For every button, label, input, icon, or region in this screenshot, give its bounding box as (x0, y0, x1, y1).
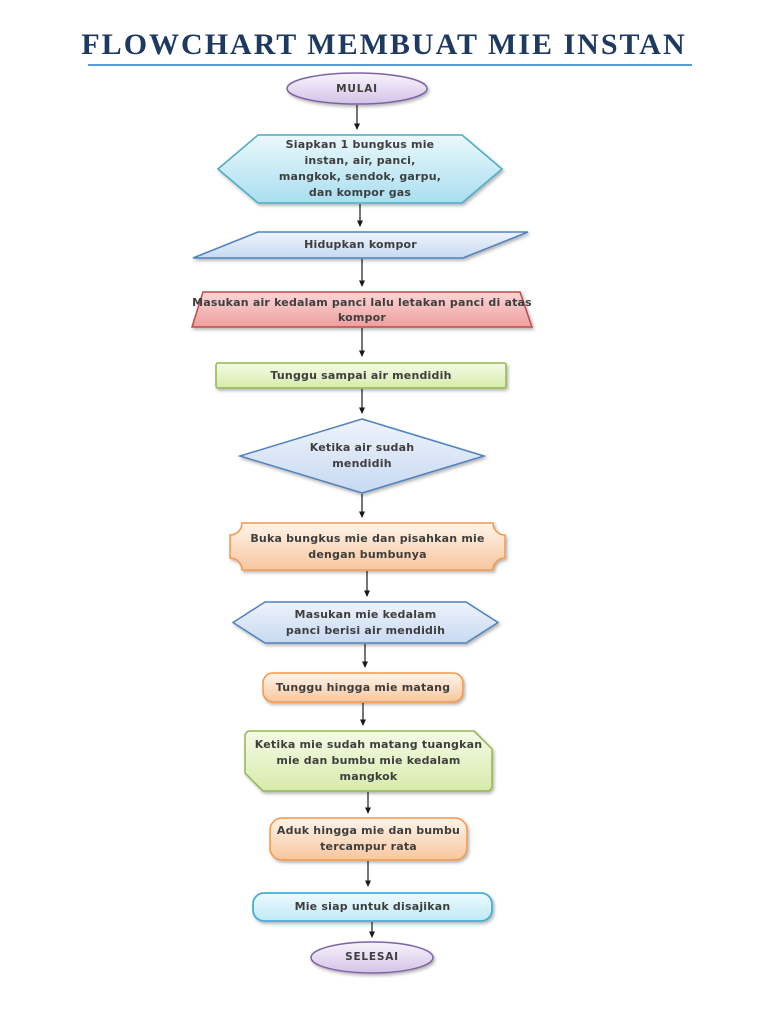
node-wait-boiling-label: Tunggu sampai air mendidih (270, 368, 452, 382)
node-open-package-label: Buka bungkus mie dan pisahkan mie dengan… (250, 531, 485, 561)
node-stir-shape (269, 817, 468, 861)
node-turn-on-stove-label: Hidupkan kompor (304, 238, 417, 251)
page-title: FLOWCHART MEMBUAT MIE INSTAN (81, 28, 687, 61)
node-pour-to-bowl-shape (244, 730, 493, 792)
node-start-shape (286, 72, 428, 105)
title-underline (88, 64, 692, 66)
node-wait-cooked-label: Tunggu hingga mie matang (275, 680, 451, 694)
node-ready-to-serve-label: Mie siap untuk disajikan (294, 900, 451, 913)
node-prepare-shape (216, 134, 504, 204)
node-end-shape (310, 941, 434, 974)
node-wait-cooked-shape (262, 672, 464, 703)
node-water-boiled-label: Ketika air sudah mendidih (309, 441, 415, 470)
flow-arrows (354, 105, 375, 938)
node-add-noodles-label: Masukan mie kedalam panci berisi air men… (285, 607, 446, 637)
node-add-water-label: Masukan air kedalam panci lalu letakan p… (192, 295, 532, 324)
node-add-noodles-shape (231, 601, 500, 644)
node-wait-boiling-shape (215, 362, 507, 389)
node-end-label: SELESAI (345, 950, 399, 963)
node-ready-to-serve-shape (252, 892, 493, 922)
node-open-package-shape (229, 522, 506, 571)
node-turn-on-stove-shape (192, 231, 529, 259)
node-pour-to-bowl-label: Ketika mie sudah matang tuangkan mie dan… (254, 738, 483, 783)
node-water-boiled-shape (237, 418, 487, 494)
node-start-label: MULAI (336, 82, 378, 95)
node-stir-label: Aduk hingga mie dan bumbu tercampur rata (276, 824, 461, 853)
node-add-water-shape (190, 291, 534, 328)
node-prepare-label: Siapkan 1 bungkus mie instan, air, panci… (278, 138, 442, 199)
